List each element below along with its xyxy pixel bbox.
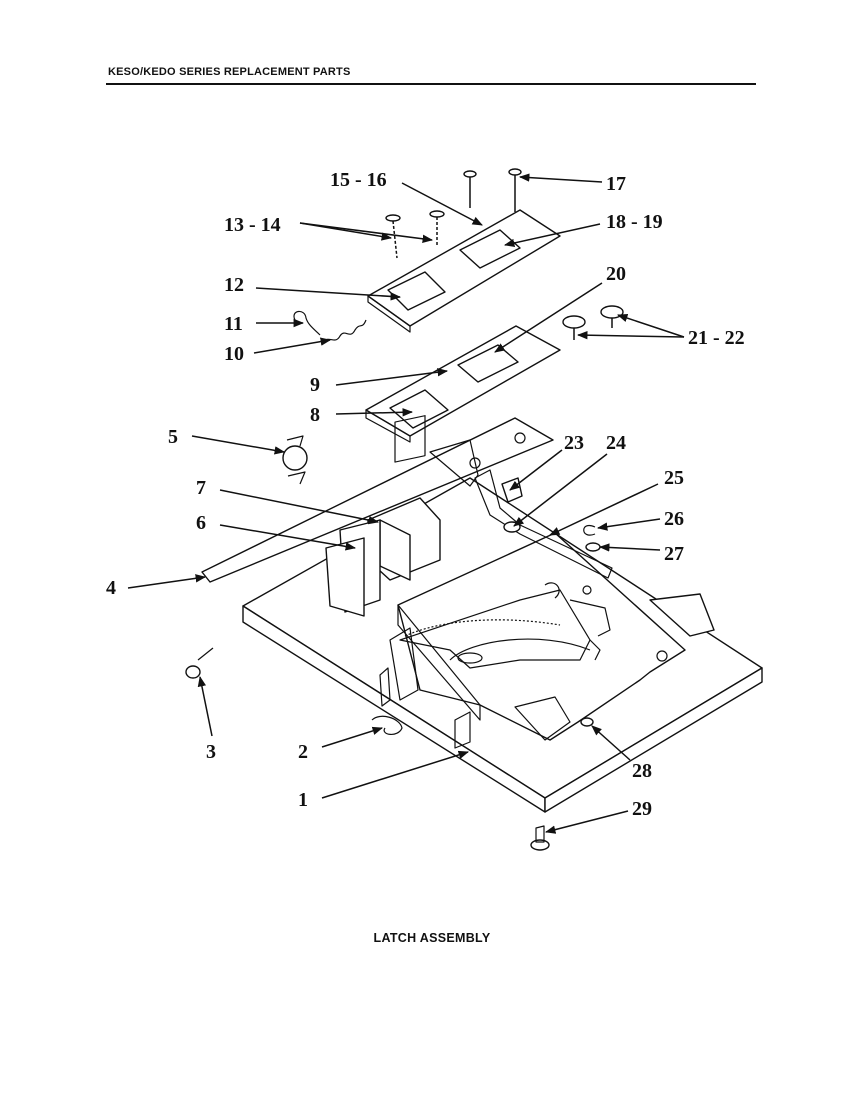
header-rule <box>106 83 756 85</box>
callout-28: 28 <box>632 760 652 782</box>
callout-11: 11 <box>224 313 243 335</box>
callout-29: 29 <box>632 798 652 820</box>
callout-24: 24 <box>606 432 626 454</box>
callout-20: 20 <box>606 263 626 285</box>
callout-17: 17 <box>606 173 626 195</box>
callout-5: 5 <box>168 426 178 448</box>
callout-8: 8 <box>310 404 320 426</box>
callout-26: 26 <box>664 508 684 530</box>
callout-21-22: 21 - 22 <box>688 327 745 349</box>
figure-caption: LATCH ASSEMBLY <box>373 931 491 945</box>
leader-lines <box>127 173 685 834</box>
callout-3: 3 <box>206 741 216 763</box>
callout-15-16: 15 - 16 <box>330 169 387 191</box>
callout-labels: 1 2 3 4 5 6 7 8 9 10 11 12 13 - 14 15 - … <box>106 169 745 820</box>
callout-6: 6 <box>196 512 206 534</box>
callout-1: 1 <box>298 789 308 811</box>
page-header-title: KESO/KEDO SERIES REPLACEMENT PARTS <box>108 66 351 78</box>
callout-27: 27 <box>664 543 684 565</box>
callout-10: 10 <box>224 343 244 365</box>
upper-switch-bracket <box>367 209 561 333</box>
mounting-plates-part <box>325 519 381 617</box>
callout-2: 2 <box>298 741 308 763</box>
callout-4: 4 <box>106 577 116 599</box>
callout-9: 9 <box>310 374 320 396</box>
callout-25: 25 <box>664 467 684 489</box>
callout-13-14: 13 - 14 <box>224 214 281 236</box>
callout-7: 7 <box>196 477 206 499</box>
small-hardware <box>185 168 624 851</box>
callout-23: 23 <box>564 432 584 454</box>
callout-18-19: 18 - 19 <box>606 211 663 233</box>
callout-12: 12 <box>224 274 244 296</box>
solenoid-part <box>367 415 441 581</box>
latch-bar-part <box>201 417 613 583</box>
lower-switch-bracket <box>365 325 561 443</box>
